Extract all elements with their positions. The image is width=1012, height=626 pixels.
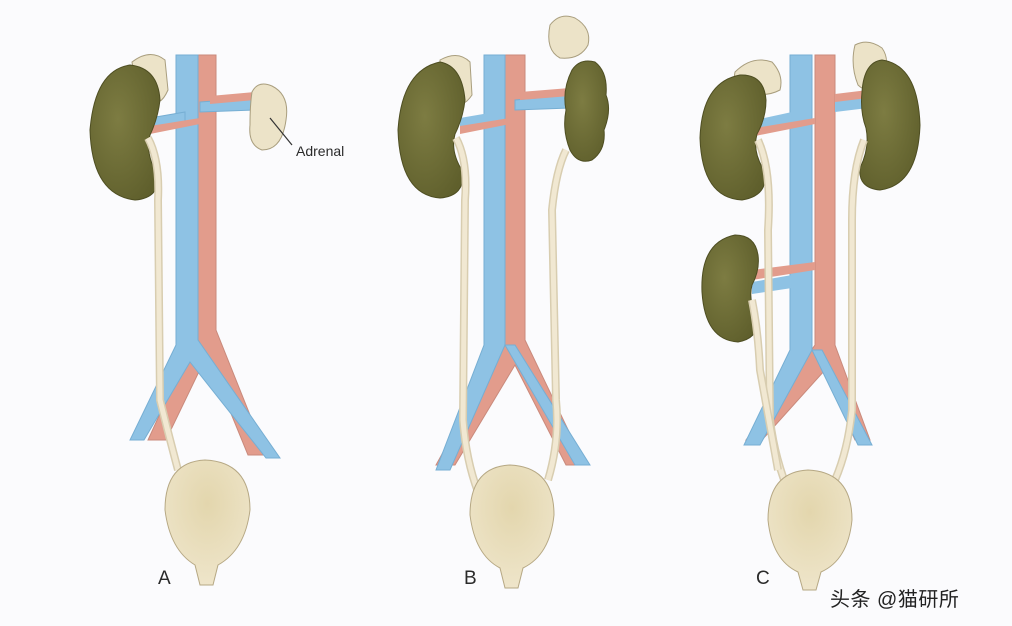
bladder [767, 469, 853, 591]
vena-cava [743, 54, 813, 446]
vena-cava [129, 54, 281, 459]
adrenal-label: Adrenal [296, 143, 345, 159]
kidney-right [859, 59, 921, 191]
renal-artery-right [520, 88, 570, 100]
kidney-left [397, 61, 466, 199]
panel-c [699, 41, 921, 591]
kidney-right [564, 60, 610, 162]
bladder [164, 459, 251, 586]
kidney-left [89, 64, 161, 201]
kidney-left-upper [699, 74, 767, 201]
kidney-supernumerary [701, 234, 759, 343]
panel-b [397, 15, 610, 589]
renal-artery-right [835, 90, 868, 102]
watermark-text: 头条 @猫研所 [830, 589, 960, 611]
adrenal-pointer [269, 117, 293, 146]
vena-cava [435, 54, 506, 471]
renal-artery-left [150, 118, 200, 134]
panel-label-c: C [756, 568, 770, 589]
adrenal-ectopic [249, 83, 288, 151]
panel-label-b: B [464, 568, 477, 589]
panel-a [89, 54, 293, 586]
panel-label-a: A [158, 568, 171, 589]
bladder [469, 464, 555, 589]
adrenal-displaced [548, 15, 590, 59]
renal-artery-left [460, 118, 510, 134]
renal-artery-left [755, 118, 815, 136]
renal-artery-right [210, 92, 255, 104]
